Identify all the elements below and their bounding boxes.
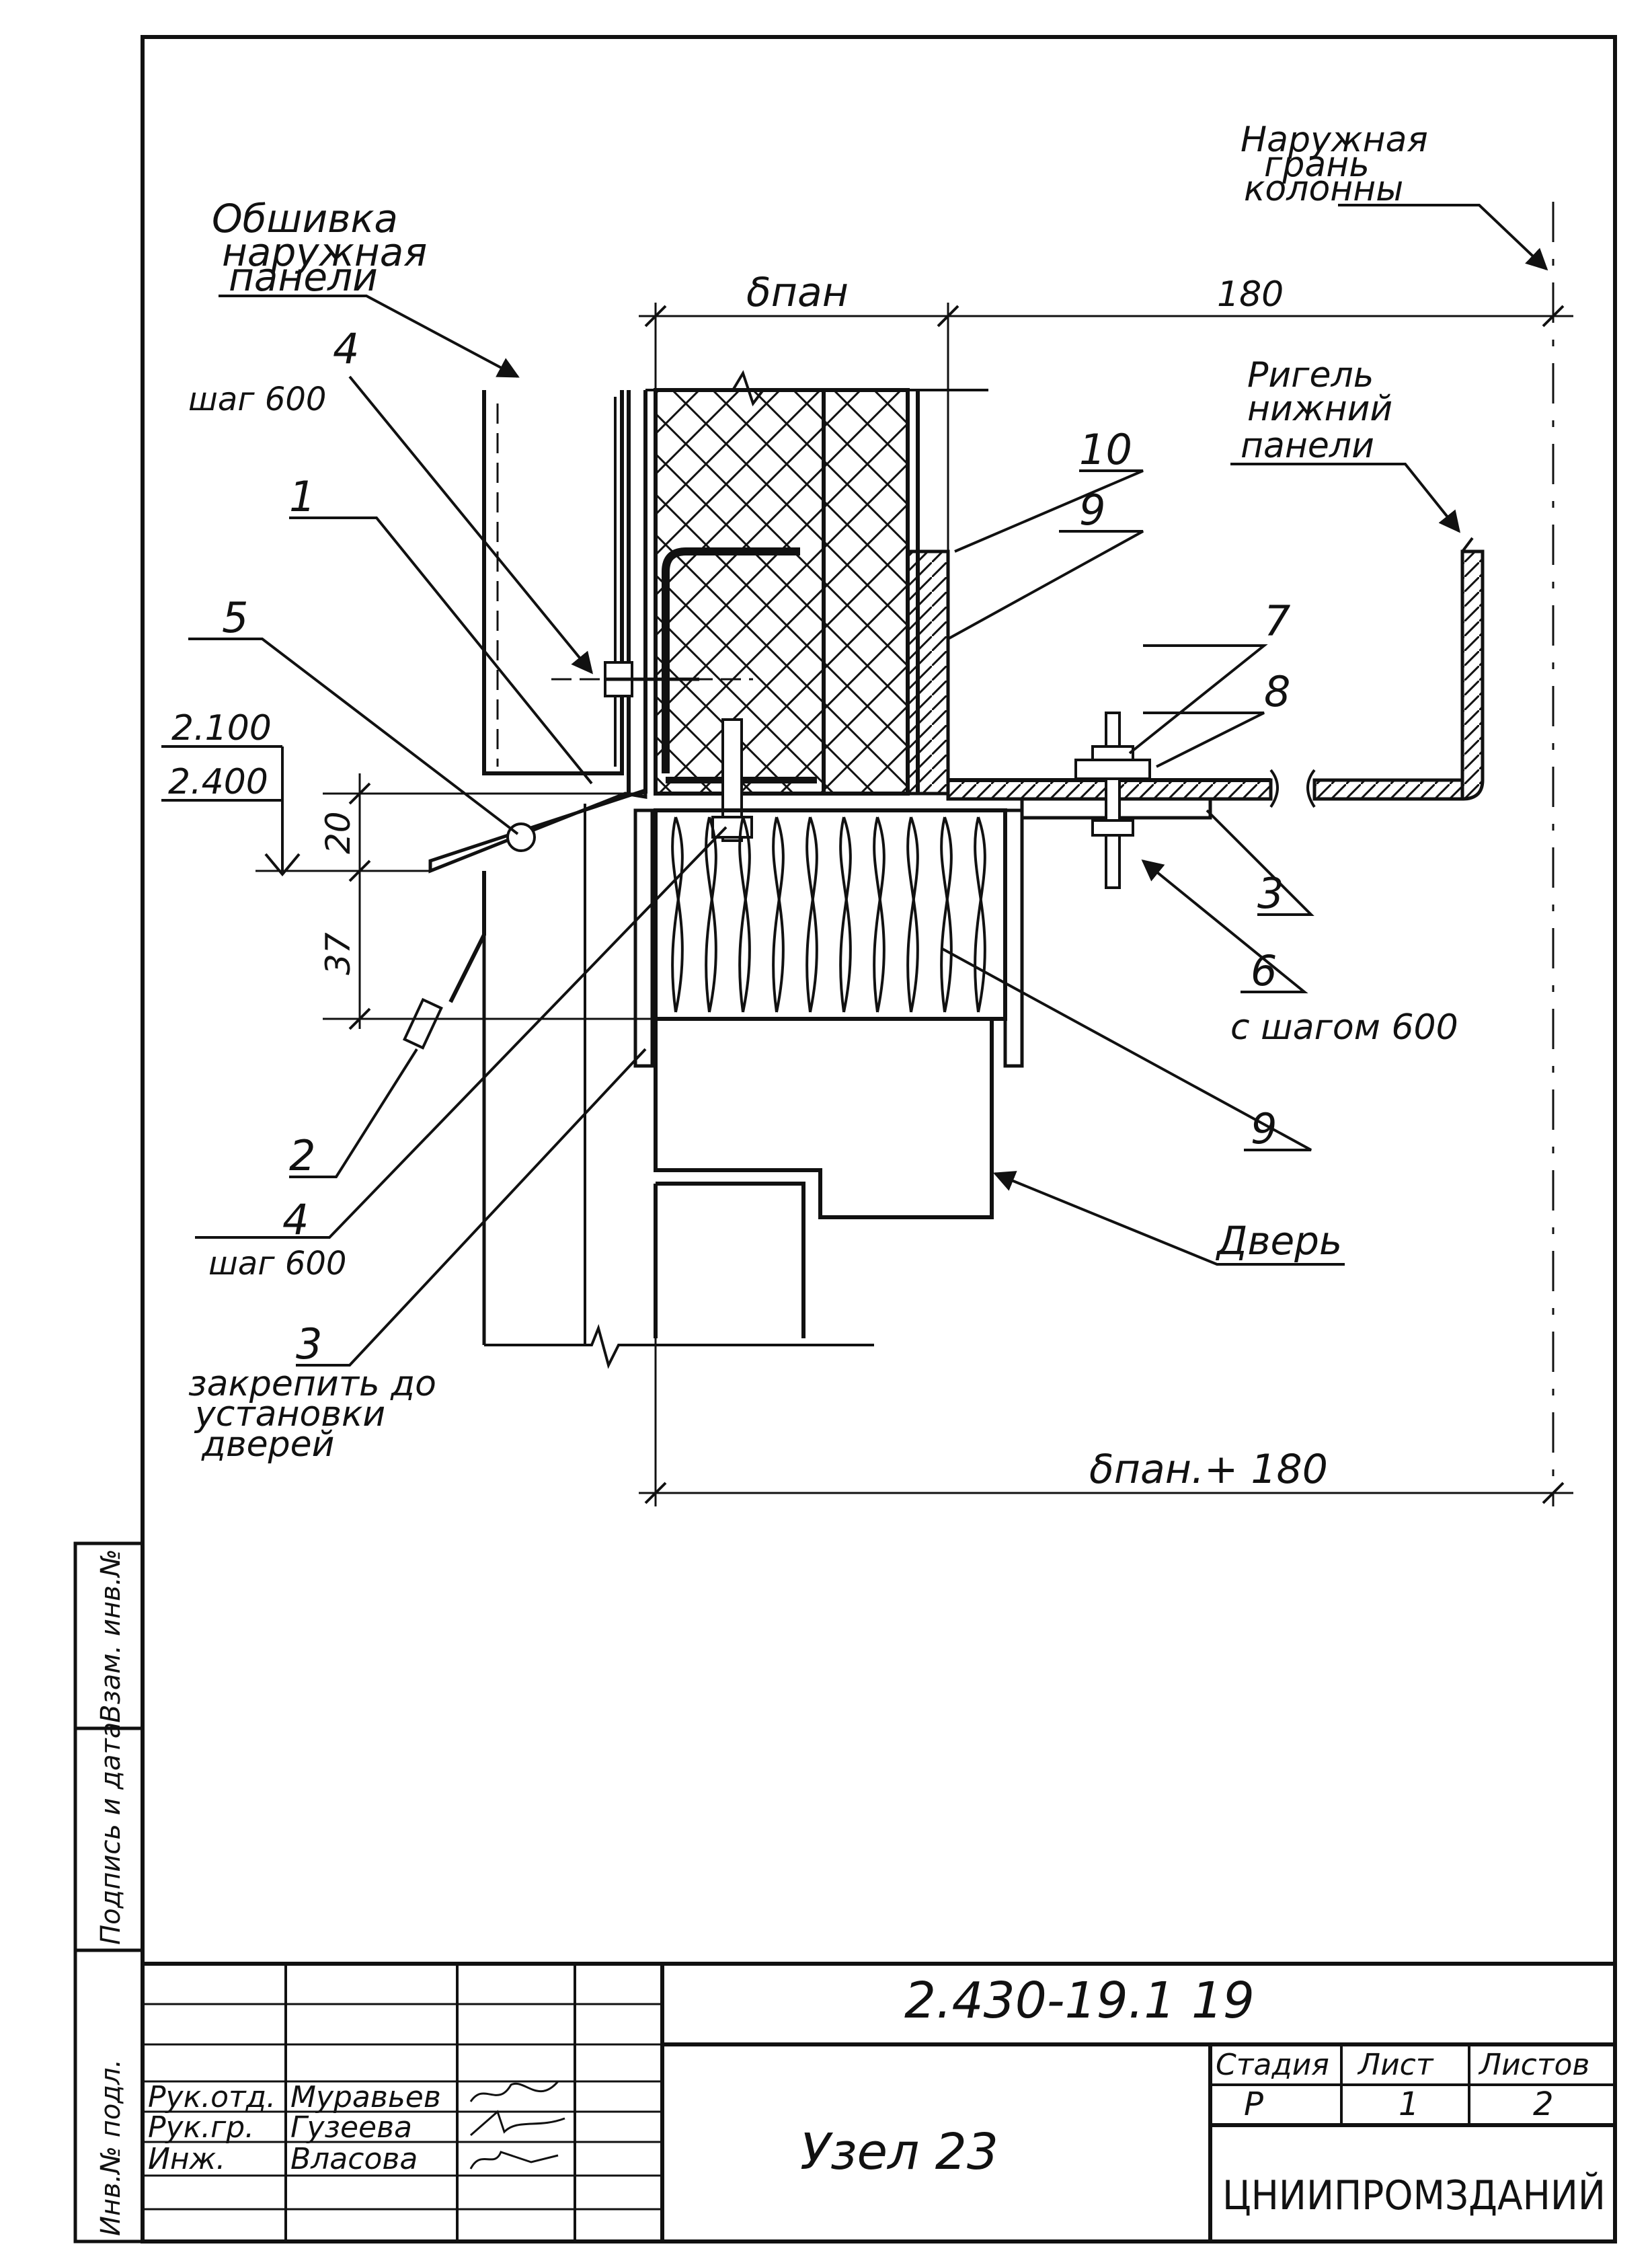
name-2: Гузеева (290, 2110, 412, 2145)
callout-3-right: 3 (1257, 869, 1284, 918)
callout-6: 6 (1251, 946, 1277, 995)
side-stamp: Инв.№ подл. Подпись и дата Взам. инв.№ (95, 1549, 126, 2236)
callout-3-note-3: дверей (201, 1424, 334, 1465)
upper-panel-skin (482, 390, 631, 794)
dim-b-pan: δпан (746, 269, 849, 316)
sheets-header: Листов (1478, 2048, 1589, 2082)
callout-8: 8 (1264, 667, 1290, 716)
frame (73, 35, 1617, 2243)
label-column-face-2: грань (1264, 145, 1370, 185)
callout-5: 5 (222, 593, 248, 642)
role-2: Рук.гр. (148, 2110, 254, 2145)
organization: ЦНИИПРОМЗДАНИЙ (1222, 2171, 1606, 2219)
dimension-lines (161, 202, 1573, 1506)
role-3: Инж. (148, 2142, 225, 2176)
sheets-value: 2 (1533, 2085, 1554, 2123)
callout-3-note-1: закрепить до (188, 1364, 436, 1404)
callout-10: 10 (1079, 425, 1132, 474)
signature-1 (469, 2081, 559, 2102)
dim-b-pan-plus: δпан.+ 180 (1089, 1446, 1328, 1493)
signature-2 (470, 2110, 565, 2137)
stage-value: Р (1244, 2085, 1263, 2123)
callout-9-bottom: 9 (1251, 1104, 1277, 1153)
dim-20: 20 (319, 811, 358, 854)
doc-code: 2.430-19.1 19 (904, 1972, 1255, 2030)
flashing-lower-left (402, 788, 874, 1369)
callout-7: 7 (1264, 597, 1290, 646)
label-door: Дверь (1215, 1218, 1342, 1264)
dim-180: 180 (1217, 274, 1284, 315)
sealant-strip (906, 549, 950, 796)
leader-lines (188, 204, 1548, 1367)
role-1: Рук.отд. (148, 2080, 276, 2114)
title-block: 2.430-19.1 19 Узел 23 ЦНИИПРОМЗДАНИЙ Ста… (143, 1962, 1615, 2241)
bolt-connection-right (1074, 712, 1151, 889)
label-column-face-1: Наружная (1241, 120, 1428, 160)
callout-4-top-note: шаг 600 (188, 381, 326, 418)
label-outer-skin-2: наружная (222, 229, 427, 275)
callout-numbers: 4 шаг 600 1 5 10 9 7 8 3 6 с шагом 600 9… (188, 324, 1458, 1465)
name-1: Муравьев (290, 2080, 441, 2114)
dim-37: 37 (319, 932, 358, 975)
sheet-value: 1 (1399, 2085, 1419, 2123)
stage-header: Стадия (1216, 2048, 1329, 2082)
label-outer-skin-1: Обшивка (212, 196, 398, 241)
callout-1: 1 (289, 472, 315, 521)
callout-4-bottom: 4 (282, 1195, 309, 1244)
level-2400: 2.400 (168, 762, 268, 802)
side-stamp-replace-inv: Взам. инв.№ (95, 1549, 126, 1723)
side-stamp-inv-orig: Инв.№ подл. (95, 2059, 126, 2236)
insulation-crosshatch (643, 370, 988, 796)
callout-9-top: 9 (1079, 486, 1105, 535)
drawing-title: Узел 23 (800, 2123, 998, 2181)
mineral-wool-insulation (633, 808, 1024, 1068)
label-outer-skin-3: панели (229, 254, 378, 300)
label-rail-1: Ригель (1247, 355, 1374, 395)
label-rail-2: нижний (1247, 389, 1392, 429)
sheet-header: Лист (1357, 2048, 1434, 2082)
signature-3 (469, 2151, 559, 2170)
bolt-connection-left (551, 661, 753, 842)
name-3: Власова (290, 2142, 418, 2176)
callout-4-bottom-note: шаг 600 (208, 1245, 346, 1282)
callout-6-note: с шагом 600 (1230, 1007, 1458, 1048)
side-stamp-sign-date: Подпись и дата (95, 1722, 126, 1945)
lower-panel-rail (946, 537, 1485, 820)
callout-2: 2 (289, 1131, 315, 1180)
level-2100: 2.100 (171, 708, 272, 749)
callout-3-bottom: 3 (296, 1319, 322, 1369)
callout-4-top: 4 (333, 324, 359, 373)
label-rail-3: панели (1241, 426, 1374, 466)
drawing-labels: Обшивка наружная панели Наружная грань к… (168, 120, 1428, 1493)
callout-3-note-2: установки (194, 1394, 385, 1434)
label-column-face-3: колонны (1244, 169, 1403, 209)
door-frame (654, 1019, 994, 1338)
